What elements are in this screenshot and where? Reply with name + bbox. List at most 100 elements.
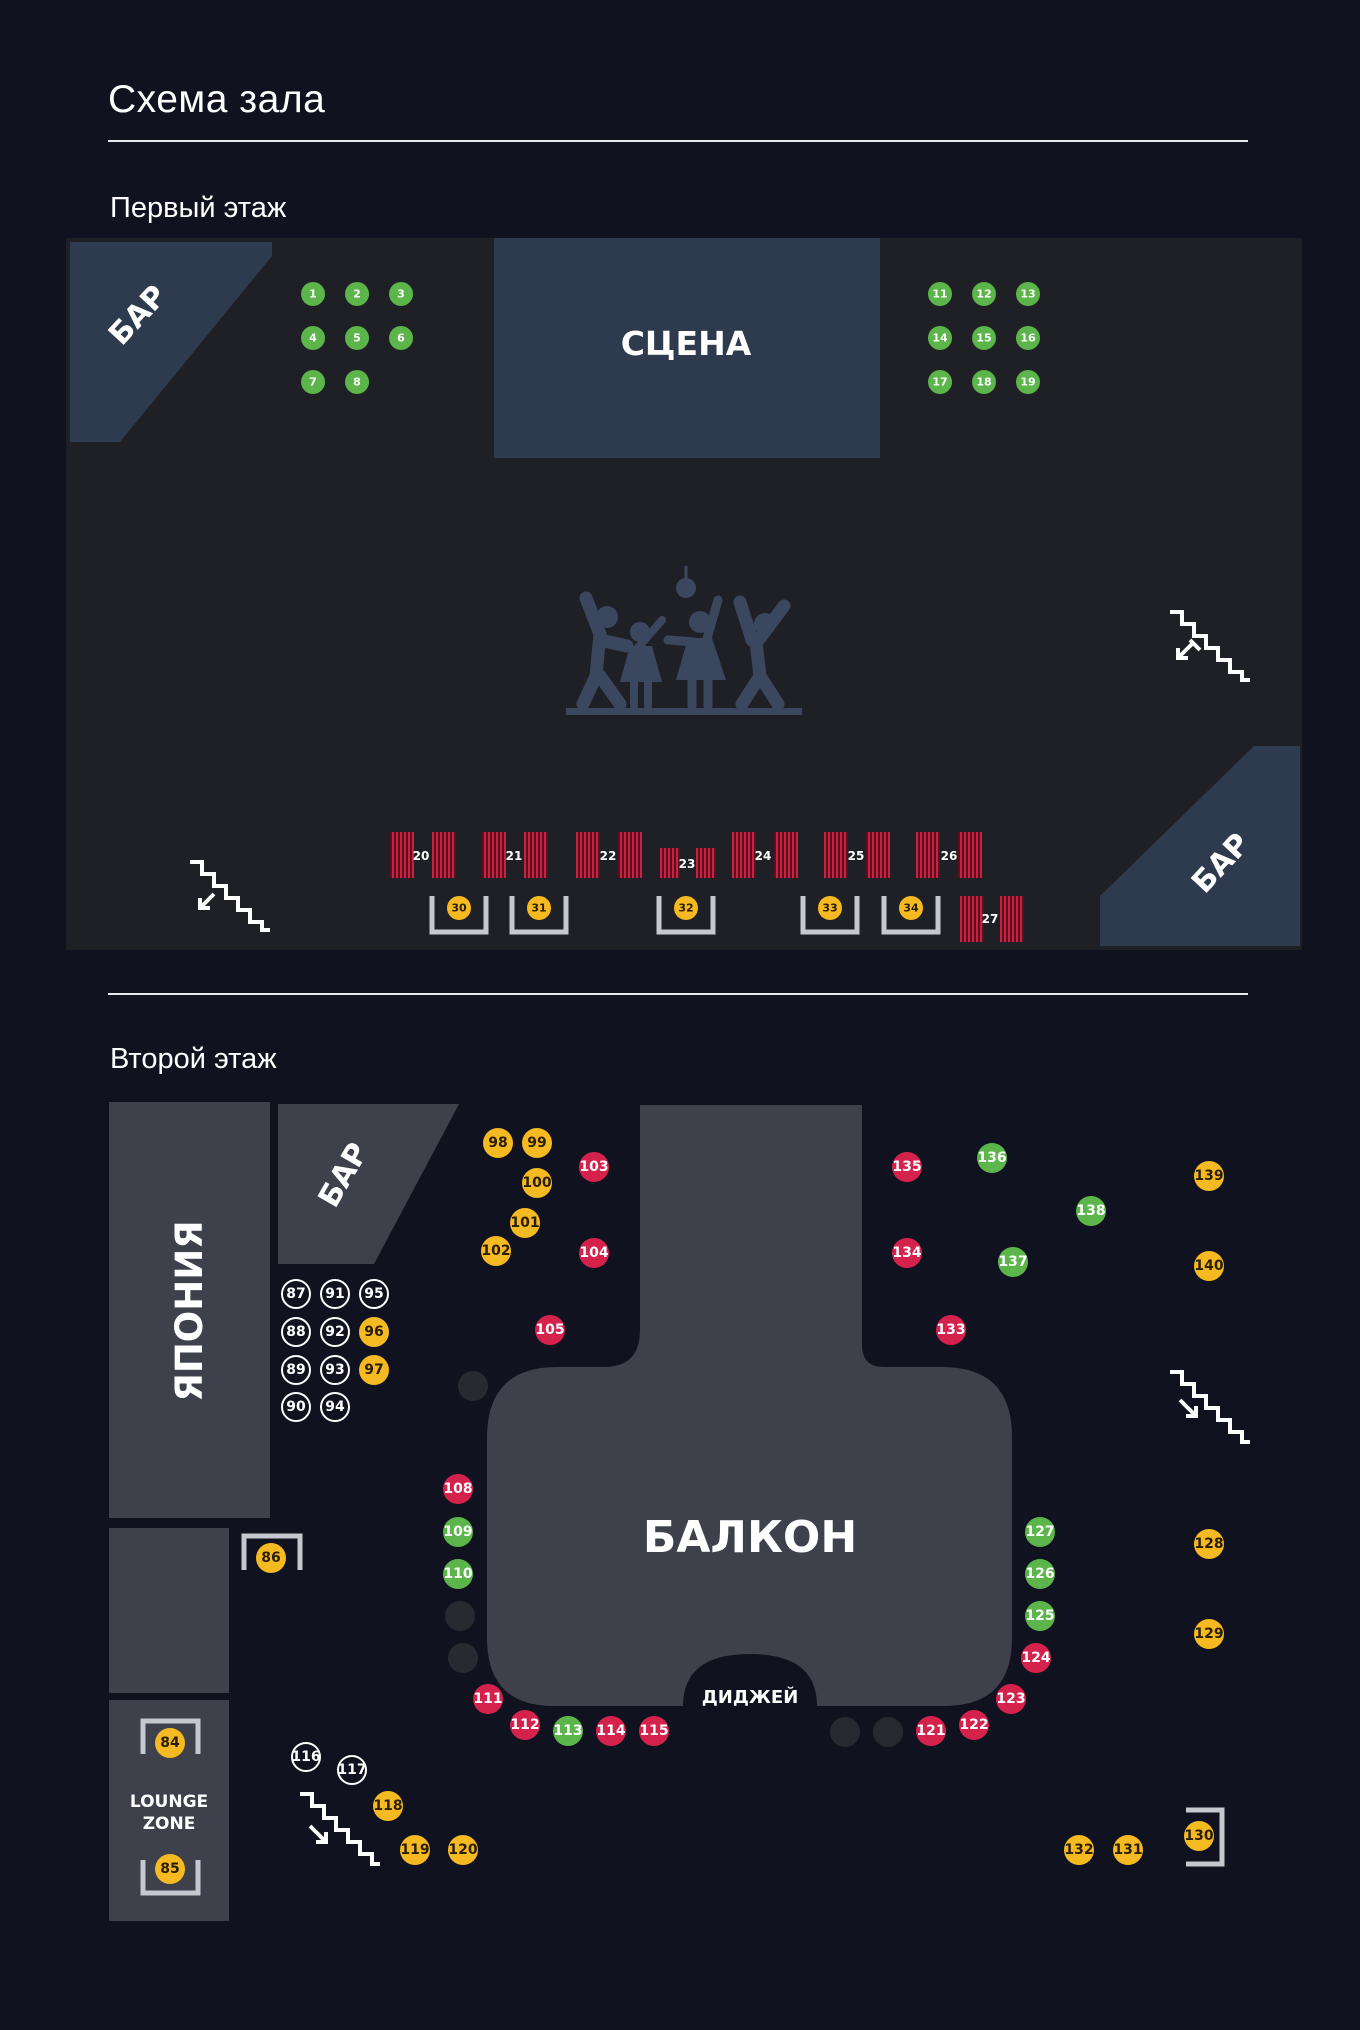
seat-135[interactable]: 135: [892, 1152, 922, 1182]
seat-label: 95: [364, 1286, 383, 1302]
seat-94[interactable]: 94: [320, 1392, 350, 1422]
seat-140[interactable]: 140: [1194, 1251, 1224, 1281]
seat-15[interactable]: 15: [972, 326, 996, 350]
seat-88[interactable]: 88: [281, 1317, 311, 1347]
seat-89[interactable]: 89: [281, 1355, 311, 1385]
seat-99[interactable]: 99: [522, 1128, 552, 1158]
seat-32[interactable]: 32: [674, 896, 698, 920]
seat-122[interactable]: 122: [959, 1710, 989, 1740]
zone-bar[interactable]: БАР: [278, 1104, 459, 1264]
seat-7[interactable]: 7: [301, 370, 325, 394]
seat-92[interactable]: 92: [320, 1317, 350, 1347]
seat-label: 123: [996, 1691, 1025, 1707]
seat-111[interactable]: 111: [473, 1684, 503, 1714]
seat-12[interactable]: 12: [972, 282, 996, 306]
seat-101[interactable]: 101: [510, 1208, 540, 1238]
seat-87[interactable]: 87: [281, 1279, 311, 1309]
seat-113[interactable]: 113: [553, 1716, 583, 1746]
seat-109[interactable]: 109: [443, 1517, 473, 1547]
seat-33[interactable]: 33: [818, 896, 842, 920]
seat-96[interactable]: 96: [359, 1317, 389, 1347]
seat-bracket: [800, 896, 860, 935]
seat-133[interactable]: 133: [936, 1315, 966, 1345]
seat-110[interactable]: 110: [443, 1559, 473, 1589]
seat-86[interactable]: 86: [256, 1543, 286, 1573]
seat-18[interactable]: 18: [972, 370, 996, 394]
seat-5[interactable]: 5: [345, 326, 369, 350]
seat-17[interactable]: 17: [928, 370, 952, 394]
seat-11[interactable]: 11: [928, 282, 952, 306]
zone-dj[interactable]: ДИДЖЕЙ: [683, 1654, 817, 1708]
seat-label: 125: [1025, 1608, 1054, 1624]
seat-127[interactable]: 127: [1025, 1517, 1055, 1547]
seat-114[interactable]: 114: [596, 1716, 626, 1746]
seat-91[interactable]: 91: [320, 1279, 350, 1309]
seat-104[interactable]: 104: [579, 1238, 609, 1268]
seat-129[interactable]: 129: [1194, 1619, 1224, 1649]
seat-95[interactable]: 95: [359, 1279, 389, 1309]
seat-115[interactable]: 115: [639, 1716, 669, 1746]
seat-116[interactable]: 116: [291, 1742, 321, 1772]
zone-balcony[interactable]: БАЛКОН: [487, 1105, 1012, 1706]
seat-136[interactable]: 136: [977, 1143, 1007, 1173]
seat-8[interactable]: 8: [345, 370, 369, 394]
seat-137[interactable]: 137: [998, 1247, 1028, 1277]
zone-bar-left[interactable]: БАР: [70, 242, 272, 442]
seat-118[interactable]: 118: [373, 1791, 403, 1821]
seat-4[interactable]: 4: [301, 326, 325, 350]
seat-105[interactable]: 105: [535, 1315, 565, 1345]
seat-6[interactable]: 6: [389, 326, 413, 350]
seat-123[interactable]: 123: [996, 1684, 1026, 1714]
zone-stage[interactable]: СЦЕНА: [494, 238, 880, 458]
seat-126[interactable]: 126: [1025, 1559, 1055, 1589]
seat-100[interactable]: 100: [522, 1168, 552, 1198]
seat-117[interactable]: 117: [337, 1755, 367, 1785]
seat-16[interactable]: 16: [1016, 326, 1040, 350]
seat-121[interactable]: 121: [916, 1716, 946, 1746]
seat-108[interactable]: 108: [443, 1474, 473, 1504]
seat-119[interactable]: 119: [400, 1835, 430, 1865]
seat-34[interactable]: 34: [899, 896, 923, 920]
table-23[interactable]: 23: [660, 848, 716, 878]
table-label: 27: [982, 912, 999, 926]
seat-98[interactable]: 98: [483, 1128, 513, 1158]
seat-112[interactable]: 112: [510, 1710, 540, 1740]
seat-128[interactable]: 128: [1194, 1529, 1224, 1559]
table-25[interactable]: 25: [824, 832, 890, 878]
seat-120[interactable]: 120: [448, 1835, 478, 1865]
seat-138[interactable]: 138: [1076, 1196, 1106, 1226]
zone-bar-right[interactable]: БАР: [1100, 746, 1300, 946]
table-24[interactable]: 24: [732, 832, 798, 878]
seat-31[interactable]: 31: [527, 896, 551, 920]
seat-102[interactable]: 102: [481, 1236, 511, 1266]
seat-13[interactable]: 13: [1016, 282, 1040, 306]
table-label: 26: [941, 849, 958, 863]
seat-85[interactable]: 85: [155, 1854, 185, 1884]
table-22[interactable]: 22: [576, 832, 642, 878]
seat-19[interactable]: 19: [1016, 370, 1040, 394]
seat-130[interactable]: 130: [1184, 1821, 1214, 1851]
seat-30[interactable]: 30: [447, 896, 471, 920]
seat-103[interactable]: 103: [579, 1152, 609, 1182]
stairs-up-icon: [1170, 610, 1250, 682]
seat-label: 84: [160, 1735, 180, 1751]
seat-125[interactable]: 125: [1025, 1601, 1055, 1631]
seat-97[interactable]: 97: [359, 1355, 389, 1385]
seat-139[interactable]: 139: [1194, 1161, 1224, 1191]
table-26[interactable]: 26: [916, 832, 982, 878]
table-21[interactable]: 21: [482, 832, 548, 878]
seat-90[interactable]: 90: [281, 1392, 311, 1422]
seat-14[interactable]: 14: [928, 326, 952, 350]
seat-3[interactable]: 3: [389, 282, 413, 306]
seat-124[interactable]: 124: [1021, 1643, 1051, 1673]
seat-84[interactable]: 84: [155, 1728, 185, 1758]
zone-japan[interactable]: ЯПОНИЯ: [109, 1102, 270, 1518]
table-20[interactable]: 20: [390, 832, 456, 878]
seat-131[interactable]: 131: [1113, 1835, 1143, 1865]
seat-93[interactable]: 93: [320, 1355, 350, 1385]
seat-1[interactable]: 1: [301, 282, 325, 306]
seat-134[interactable]: 134: [892, 1238, 922, 1268]
seat-2[interactable]: 2: [345, 282, 369, 306]
table-27[interactable]: 27: [960, 896, 1024, 942]
seat-132[interactable]: 132: [1064, 1835, 1094, 1865]
